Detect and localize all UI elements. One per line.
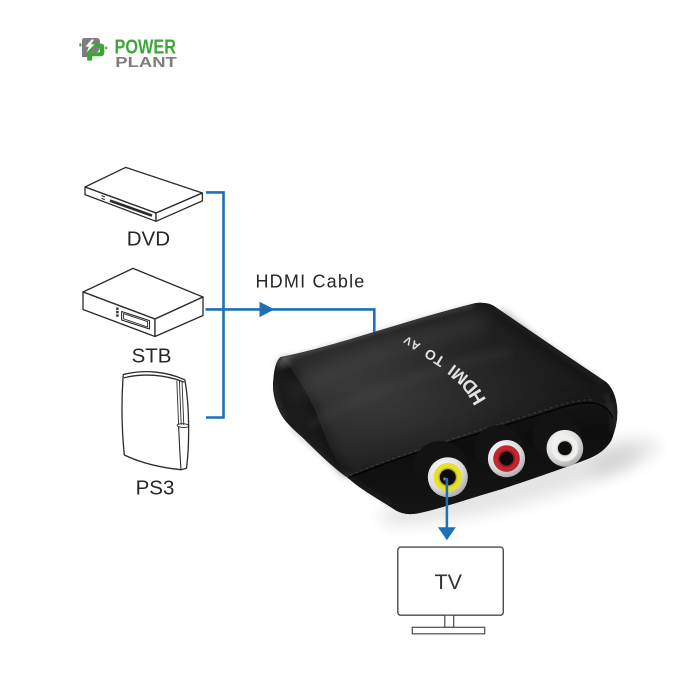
- stb-label: STB: [132, 345, 172, 368]
- rca-socket-hole-audio-right: [499, 451, 514, 466]
- device-corner-specular: [276, 356, 290, 366]
- stb-display-window-inner: [123, 313, 149, 328]
- stb-front-led: [116, 307, 119, 310]
- device-right-corner-highlight: [604, 393, 614, 433]
- logo-power-text: POWER: [115, 35, 177, 58]
- device-left-face-shade: [280, 358, 351, 479]
- powerplant-logo-mark: [79, 38, 108, 61]
- output-arrowhead: [438, 527, 456, 541]
- dvd-right-face: [155, 192, 204, 222]
- device-shadow-right: [589, 448, 639, 476]
- rca-hole-glint-video: [443, 477, 447, 481]
- ps3-spine-groove: [181, 381, 185, 426]
- dvd-front-button-mark: [101, 195, 105, 198]
- stb-display-window: [121, 310, 151, 330]
- rca-socket-hole-audio-left: [557, 441, 572, 456]
- tv-neck: [444, 614, 455, 628]
- tv-base: [411, 626, 486, 635]
- hdmi-cable-label: HDMI Cable: [255, 272, 365, 292]
- rca-jack-audio-left: [532, 415, 584, 467]
- dvd-label: DVD: [127, 228, 170, 251]
- dvd-disc-slot: [109, 199, 153, 217]
- ps3-drawing: [121, 371, 190, 471]
- trunk-line: [206, 191, 225, 419]
- tv-label: TV: [434, 570, 462, 594]
- ps3-spine-notch: [176, 423, 190, 428]
- logo-plug-prong-left: [79, 43, 82, 47]
- rca-jack-video: [414, 441, 468, 498]
- device-left-edge-highlight: [274, 384, 287, 419]
- output-arrow: [438, 478, 456, 541]
- cable-arrowhead: [259, 301, 275, 318]
- ps3-lower-spine-line: [178, 426, 182, 470]
- logo-plug-prong-right: [105, 46, 108, 50]
- ps3-spine-groove: [176, 380, 180, 425]
- device-gloss-streak: [290, 314, 487, 399]
- device-top-right-shade: [497, 308, 599, 386]
- ps3-label: PS3: [136, 477, 175, 500]
- logo-plant-text: PLANT: [115, 55, 177, 71]
- dvd-front-button-mark: [101, 197, 105, 201]
- ps3-top-sliver: [123, 374, 185, 383]
- logo-green-p: [87, 43, 105, 61]
- dvd-player-drawing: [84, 166, 204, 222]
- device-edge-highlight: [282, 304, 475, 359]
- lightning-bolt-icon: [85, 39, 95, 53]
- stb-front-led: [116, 314, 119, 317]
- device-gloss-streak-2: [307, 348, 511, 429]
- stb-front-led: [116, 310, 119, 314]
- ps3-body: [121, 371, 190, 471]
- device-seam-stitches: [349, 399, 595, 476]
- stb-right-face: [154, 296, 204, 338]
- rca-jack-audio-right: [474, 425, 526, 478]
- converter-device: HDMI TO AV: [273, 302, 661, 526]
- powerplant-logo: POWER PLANT: [79, 35, 177, 71]
- ps3-spine-groove: [178, 380, 182, 425]
- stb-drawing: [82, 267, 204, 338]
- device-bottom-left-rim: [289, 427, 393, 506]
- rca-socket-hole-video: [439, 469, 456, 486]
- device-top-face: [280, 302, 616, 478]
- tv-drawing: [397, 546, 504, 635]
